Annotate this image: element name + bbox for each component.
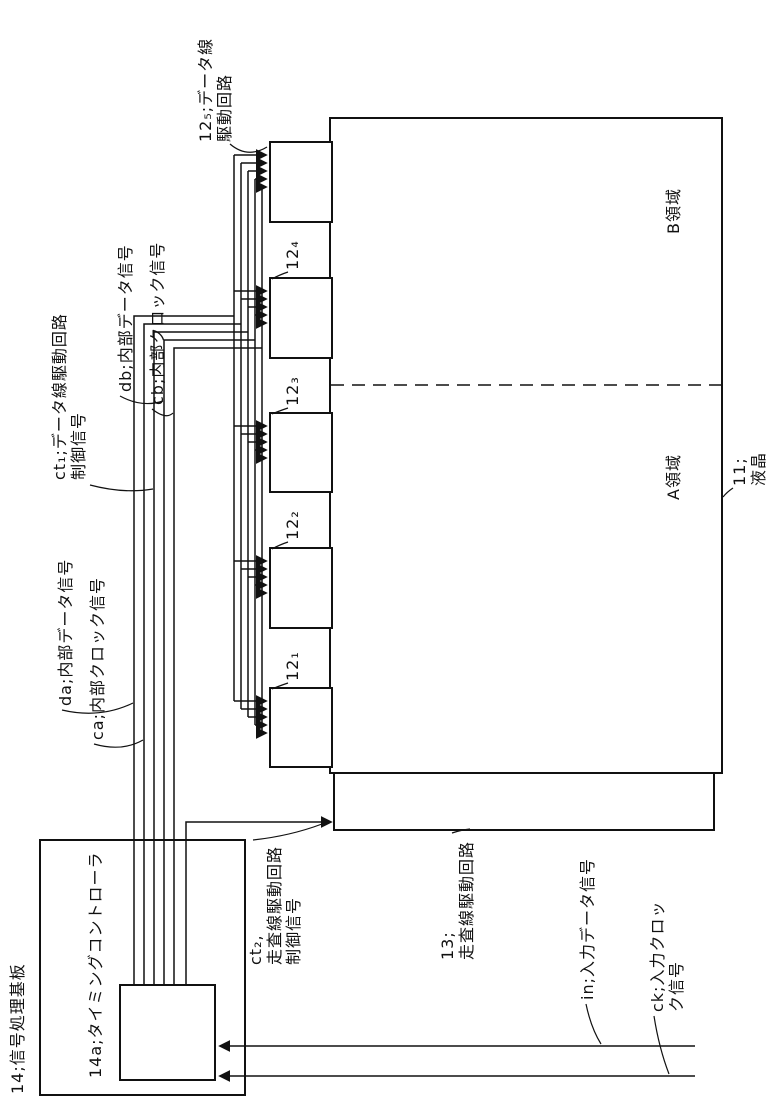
label-driver-12-2: 12₂: [283, 510, 302, 540]
label-region-a: A領域: [664, 454, 683, 500]
data-driver-input-arrows: [234, 149, 268, 739]
label-signal-processing-board-14: 14;信号処理基板: [8, 963, 27, 1094]
label-lcd-panel-11: 11;液晶パネル: [730, 451, 768, 486]
label-internal-clock-signal-ca: ca;内部クロック信号: [88, 577, 107, 740]
lcd-panel-box: [329, 117, 723, 774]
label-scan-line-driver-13: 13; 走査線駆動回路: [438, 840, 476, 960]
data-driver-box-12-3: [269, 412, 333, 493]
data-line-driver-boxes: [269, 141, 333, 768]
label-data-driver-control-signal-ct1: ct₁;データ線駆動回路 制御信号: [50, 313, 88, 480]
label-input-data-signal-in: in;入力データ信号: [578, 858, 597, 1000]
label-driver-12-1: 12₁: [283, 651, 302, 681]
label-driver-12-3: 12₃: [283, 376, 302, 406]
label-input-clock-signal-ck: ck;入力クロック信号: [648, 900, 686, 1012]
label-timing-controller-14a: 14a;タイミングコントローラ: [86, 851, 105, 1078]
label-region-b: B領域: [664, 188, 683, 234]
data-driver-box-12-1: [269, 687, 333, 768]
internal-signal-trunk-lines: [133, 315, 262, 985]
timing-controller-box: [119, 984, 216, 1081]
label-internal-data-signal-db: db;内部データ信号: [116, 244, 135, 392]
label-data-line-driver-12-5: 12₅;データ線 駆動回路: [196, 37, 234, 142]
label-leader-lines: [61, 143, 734, 1075]
label-scan-driver-control-signal-ct2: ct₂, 走査線駆動回路 制御信号: [246, 845, 303, 965]
scan-line-driver-box: [333, 772, 715, 831]
label-internal-clock-signal-cb: cb;内部クロック信号: [148, 241, 167, 405]
ct2-control-line: [185, 816, 333, 985]
data-driver-box-12-2: [269, 547, 333, 629]
label-driver-12-4: 12₄: [283, 240, 302, 270]
data-driver-box-12-5: [269, 141, 333, 223]
label-internal-data-signal-da: da;内部データ信号: [56, 558, 75, 706]
input-signal-lines: [218, 1040, 695, 1082]
data-driver-box-12-4: [269, 277, 333, 359]
driver-distribution-bus-lines: [233, 155, 263, 733]
